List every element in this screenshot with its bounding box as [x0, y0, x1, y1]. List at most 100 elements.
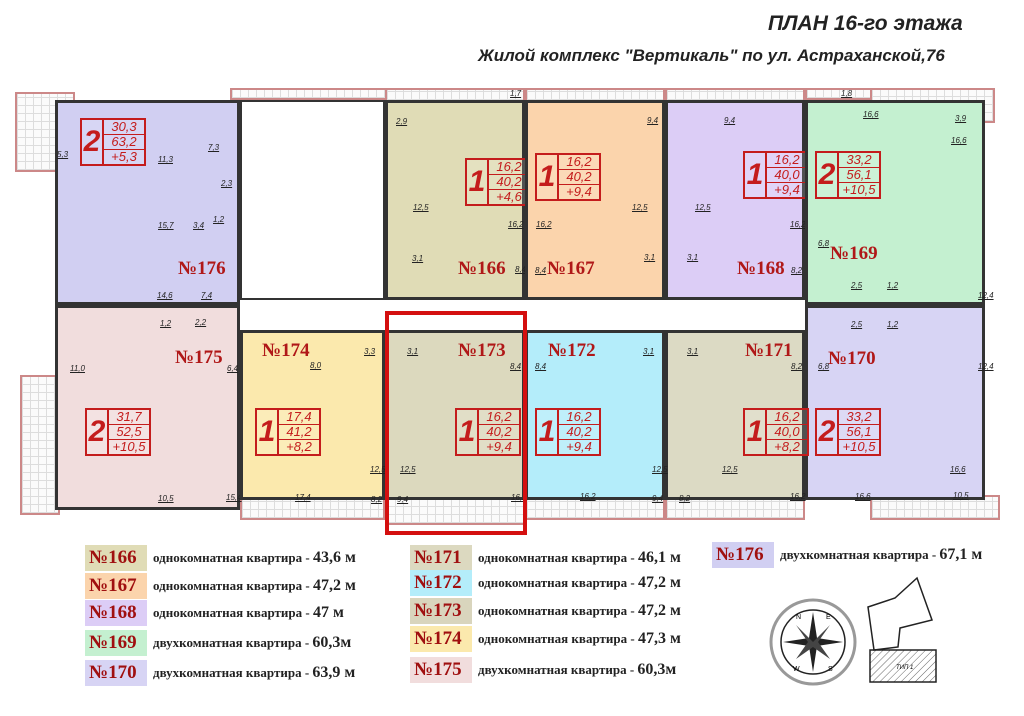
balcony-size: 2,9: [396, 117, 408, 126]
balcony-size: 10,5: [158, 494, 174, 503]
legend-description: двухкомнатная квартира - 63,9 м: [153, 664, 355, 682]
balcony-size: 10,5: [953, 491, 969, 500]
room-count: 2: [87, 410, 109, 454]
legend-number: №170: [85, 660, 147, 686]
balcony-size: 8,2: [679, 494, 691, 503]
apartment-166[interactable]: [385, 100, 525, 300]
apartment-label-174: №174: [262, 340, 310, 361]
balcony-area: +8,2: [286, 439, 312, 454]
room-size: 15,7: [158, 221, 174, 230]
room-count: 1: [257, 410, 279, 454]
apartment-172[interactable]: [525, 330, 665, 500]
legend-type: однокомнатная квартира -: [478, 550, 638, 565]
legend-item-170: №170 двухкомнатная квартира - 63,9 м: [85, 660, 355, 686]
room-size: 11,3: [158, 155, 173, 164]
room-size: 1,2: [887, 320, 899, 329]
room-size: 14,6: [157, 291, 173, 300]
room-size: 12,5: [722, 465, 738, 474]
room-size: 8,2: [791, 266, 803, 275]
room-size: 17,4: [295, 493, 311, 502]
room-size: 16,6: [855, 492, 871, 501]
balcony: [230, 88, 390, 100]
legend-area: 67,1 м: [939, 546, 983, 563]
total-area: 41,2: [279, 425, 319, 440]
room-size: 3,1: [644, 253, 656, 262]
room-size: 16,2: [790, 220, 806, 229]
room-size: 3,1: [687, 347, 699, 356]
room-size: 16,2: [508, 220, 524, 229]
room-size: 16,6: [863, 110, 879, 119]
total-area: 40,2: [479, 425, 519, 440]
legend-number: №176: [712, 542, 774, 568]
living-area: 33,2: [839, 153, 879, 168]
apartment-168[interactable]: [665, 100, 805, 300]
legend-description: однокомнатная квартира - 47,2 м: [478, 574, 681, 592]
room-size: 2,2: [195, 318, 207, 327]
total-area: 56,1: [839, 425, 879, 440]
legend-description: двухкомнатная квартира - 60,3м: [478, 661, 676, 679]
room-size: 12,5: [632, 203, 648, 212]
room-count: 2: [817, 153, 839, 197]
legend-type: двухкомнатная квартира -: [478, 662, 638, 677]
apartment-169[interactable]: [805, 100, 985, 305]
legend-area: 47 м: [312, 604, 344, 621]
legend-description: однокомнатная квартира - 47,3 м: [478, 630, 681, 648]
room-size: 16,2: [536, 220, 552, 229]
legend-area: 46,1 м: [637, 549, 681, 566]
legend-area: 43,6 м: [312, 549, 356, 566]
balcony-area: +9,4: [566, 184, 592, 199]
legend-number: №167: [85, 573, 147, 599]
room-size: 16,6: [951, 136, 967, 145]
legend-type: двухкомнатная квартира -: [153, 665, 313, 680]
room-count: 1: [745, 410, 767, 454]
living-area: 16,2: [489, 160, 529, 175]
balcony: [870, 495, 1000, 520]
room-size: 12,5: [695, 203, 711, 212]
compass-s: S: [828, 666, 833, 673]
room-count: 1: [457, 410, 479, 454]
apartment-176[interactable]: [55, 100, 240, 305]
room-size: 12,4: [978, 362, 994, 371]
total-area: 40,0: [767, 168, 807, 183]
legend-area: 63,9 м: [312, 664, 356, 681]
legend-area: 60,3м: [637, 661, 677, 678]
apartment-label-175: №175: [175, 347, 223, 368]
apartment-174[interactable]: [240, 330, 385, 500]
living-area: 31,7: [109, 410, 149, 425]
apartment-label-166: №166: [458, 258, 506, 279]
legend-area: 47,3 м: [637, 630, 681, 647]
apartment-170[interactable]: [805, 305, 985, 500]
room-size: 1,2: [160, 319, 172, 328]
room-size: 8,2: [791, 362, 803, 371]
balcony-area: +8,2: [774, 439, 800, 454]
apartment-label-170: №170: [828, 348, 876, 369]
room-count: 1: [467, 160, 489, 204]
room-size: 3,1: [643, 347, 655, 356]
apartment-label-169: №169: [830, 243, 878, 264]
balcony-size: 1,7: [510, 89, 522, 98]
total-area: 52,5: [109, 425, 149, 440]
apartment-label-176: №176: [178, 258, 226, 279]
balcony-area: +9,4: [774, 182, 800, 197]
balcony-size: 9,4: [652, 494, 664, 503]
room-size: 3,1: [687, 253, 699, 262]
site-plan-label: ТИП 1: [896, 665, 913, 671]
legend-number: №166: [85, 545, 147, 571]
apartment-175[interactable]: [55, 305, 240, 510]
legend-number: №168: [85, 600, 147, 626]
legend-number: №169: [85, 630, 147, 656]
living-area: 33,2: [839, 410, 879, 425]
apartment-171[interactable]: [665, 330, 805, 500]
living-area: 16,2: [479, 410, 519, 425]
total-area: 40,0: [767, 425, 807, 440]
legend-type: двухкомнатная квартира -: [153, 635, 313, 650]
